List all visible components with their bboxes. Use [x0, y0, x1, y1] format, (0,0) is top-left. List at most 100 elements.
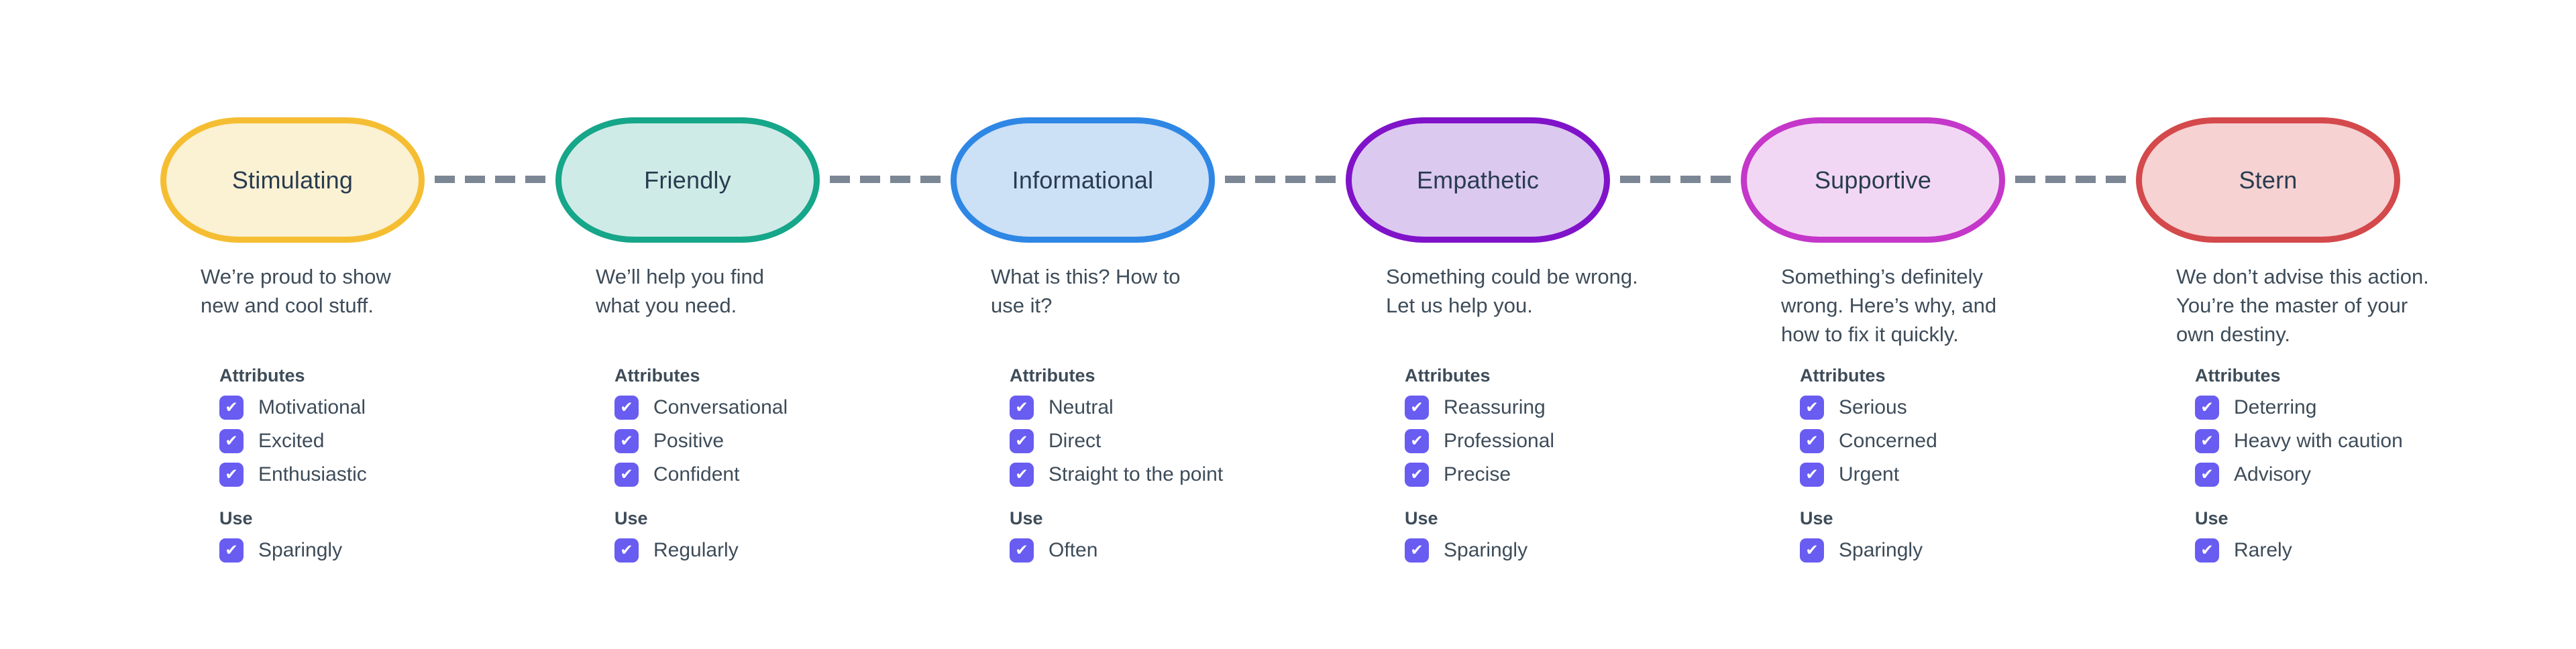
checkmark-icon: ✔: [1410, 431, 1424, 449]
attribute-label: Serious: [1839, 396, 1907, 418]
tone-name: Stimulating: [231, 166, 354, 194]
tone-column: Stern We don’t advise this action. You’r…: [2136, 117, 2429, 647]
checkmark-icon: ✔: [620, 465, 633, 483]
attribute-checkbox-row[interactable]: ✔ Neutral: [1010, 396, 1223, 420]
attributes-header: Attributes: [614, 365, 700, 386]
use-label: Often: [1049, 539, 1098, 561]
use-checkbox-row[interactable]: ✔ Regularly: [614, 538, 739, 563]
checkbox-checked-icon[interactable]: ✔: [219, 538, 244, 563]
attribute-checkbox-row[interactable]: ✔ Straight to the point: [1010, 463, 1223, 487]
checkbox-checked-icon[interactable]: ✔: [1800, 429, 1824, 453]
checkbox-checked-icon[interactable]: ✔: [1010, 538, 1034, 563]
checkbox-checked-icon[interactable]: ✔: [1010, 396, 1034, 420]
attributes-section: Attributes ✔ Deterring ✔ Heavy with caut…: [2195, 365, 2403, 496]
checkbox-checked-icon[interactable]: ✔: [2195, 429, 2219, 453]
checkbox-checked-icon[interactable]: ✔: [2195, 396, 2219, 420]
attribute-label: Excited: [258, 430, 325, 452]
use-label: Sparingly: [1839, 539, 1923, 561]
checkbox-checked-icon[interactable]: ✔: [2195, 463, 2219, 487]
attribute-checkbox-row[interactable]: ✔ Deterring: [2195, 396, 2403, 420]
tone-pill: Empathetic: [1346, 117, 1610, 243]
checkmark-icon: ✔: [1805, 540, 1819, 558]
checkmark-icon: ✔: [620, 398, 633, 416]
checkbox-checked-icon[interactable]: ✔: [1800, 538, 1824, 563]
use-checkbox-row[interactable]: ✔ Often: [1010, 538, 1097, 563]
attributes-section: Attributes ✔ Motivational ✔ Excited ✔ En…: [219, 365, 367, 496]
checkbox-checked-icon[interactable]: ✔: [614, 396, 639, 420]
attribute-label: Concerned: [1839, 430, 1937, 452]
attribute-checkbox-row[interactable]: ✔ Concerned: [1800, 429, 1937, 453]
checkbox-checked-icon[interactable]: ✔: [219, 396, 244, 420]
attribute-checkbox-row[interactable]: ✔ Motivational: [219, 396, 367, 420]
attribute-checkbox-row[interactable]: ✔ Advisory: [2195, 463, 2403, 487]
attributes-header: Attributes: [1800, 365, 1886, 386]
checkmark-icon: ✔: [225, 540, 238, 558]
attribute-label: Deterring: [2234, 396, 2317, 418]
checkbox-checked-icon[interactable]: ✔: [1405, 396, 1429, 420]
use-checkbox-row[interactable]: ✔ Sparingly: [1800, 538, 1923, 563]
attribute-checkbox-row[interactable]: ✔ Positive: [614, 429, 788, 453]
connector-dashed-line: [1225, 176, 1336, 183]
attribute-label: Advisory: [2234, 463, 2312, 485]
attribute-checkbox-row[interactable]: ✔ Confident: [614, 463, 788, 487]
use-label: Sparingly: [258, 539, 343, 561]
checkmark-icon: ✔: [1015, 398, 1028, 416]
tone-name: Stern: [2239, 166, 2298, 194]
tone-column: Informational What is this? How to use i…: [951, 117, 1223, 647]
attribute-checkbox-row[interactable]: ✔ Precise: [1405, 463, 1554, 487]
checkmark-icon: ✔: [2200, 398, 2214, 416]
tone-name: Friendly: [644, 166, 731, 194]
checkmark-icon: ✔: [1805, 398, 1819, 416]
checkmark-icon: ✔: [1805, 431, 1819, 449]
checkbox-checked-icon[interactable]: ✔: [1800, 463, 1824, 487]
checkbox-checked-icon[interactable]: ✔: [1405, 538, 1429, 563]
checkbox-checked-icon[interactable]: ✔: [614, 429, 639, 453]
attribute-checkbox-row[interactable]: ✔ Heavy with caution: [2195, 429, 2403, 453]
checkbox-checked-icon[interactable]: ✔: [1010, 463, 1034, 487]
attribute-checkbox-row[interactable]: ✔ Conversational: [614, 396, 788, 420]
checkmark-icon: ✔: [225, 431, 238, 449]
use-section: Use ✔ Sparingly: [1405, 508, 1527, 572]
attribute-label: Neutral: [1049, 396, 1114, 418]
attribute-checkbox-row[interactable]: ✔ Direct: [1010, 429, 1223, 453]
tone-name: Informational: [1012, 166, 1154, 194]
checkmark-icon: ✔: [620, 431, 633, 449]
use-checkbox-row[interactable]: ✔ Rarely: [2195, 538, 2292, 563]
tone-description: Something’s definitely wrong. Here’s why…: [1781, 265, 1997, 346]
tone-pill: Stimulating: [160, 117, 425, 243]
checkbox-checked-icon[interactable]: ✔: [1010, 429, 1034, 453]
checkbox-checked-icon[interactable]: ✔: [219, 429, 244, 453]
checkbox-checked-icon[interactable]: ✔: [2195, 538, 2219, 563]
checkbox-checked-icon[interactable]: ✔: [1800, 396, 1824, 420]
attribute-label: Motivational: [258, 396, 366, 418]
checkbox-checked-icon[interactable]: ✔: [614, 538, 639, 563]
tone-column: Stimulating We’re proud to show new and …: [160, 117, 425, 647]
checkbox-checked-icon[interactable]: ✔: [1405, 429, 1429, 453]
use-label: Rarely: [2234, 539, 2292, 561]
attributes-header: Attributes: [219, 365, 305, 386]
attribute-label: Positive: [653, 430, 724, 452]
use-header: Use: [219, 508, 253, 528]
checkmark-icon: ✔: [1410, 540, 1424, 558]
checkmark-icon: ✔: [2200, 431, 2214, 449]
attributes-section: Attributes ✔ Reassuring ✔ Professional ✔…: [1405, 365, 1554, 496]
use-header: Use: [1405, 508, 1438, 528]
checkmark-icon: ✔: [1805, 465, 1819, 483]
use-checkbox-row[interactable]: ✔ Sparingly: [1405, 538, 1527, 563]
attribute-checkbox-row[interactable]: ✔ Professional: [1405, 429, 1554, 453]
attribute-checkbox-row[interactable]: ✔ Excited: [219, 429, 367, 453]
attributes-header: Attributes: [1405, 365, 1491, 386]
checkbox-checked-icon[interactable]: ✔: [219, 463, 244, 487]
attribute-checkbox-row[interactable]: ✔ Enthusiastic: [219, 463, 367, 487]
attribute-checkbox-row[interactable]: ✔ Urgent: [1800, 463, 1937, 487]
tone-description: We don’t advise this action. You’re the …: [2176, 265, 2429, 346]
checkbox-checked-icon[interactable]: ✔: [614, 463, 639, 487]
checkbox-checked-icon[interactable]: ✔: [1405, 463, 1429, 487]
connector-dashed-line: [1620, 176, 1731, 183]
tone-name: Empathetic: [1416, 166, 1540, 194]
use-checkbox-row[interactable]: ✔ Sparingly: [219, 538, 342, 563]
attribute-checkbox-row[interactable]: ✔ Serious: [1800, 396, 1937, 420]
tone-description: Something could be wrong. Let us help yo…: [1386, 265, 1638, 317]
tone-pill: Supportive: [1741, 117, 2005, 243]
attribute-checkbox-row[interactable]: ✔ Reassuring: [1405, 396, 1554, 420]
